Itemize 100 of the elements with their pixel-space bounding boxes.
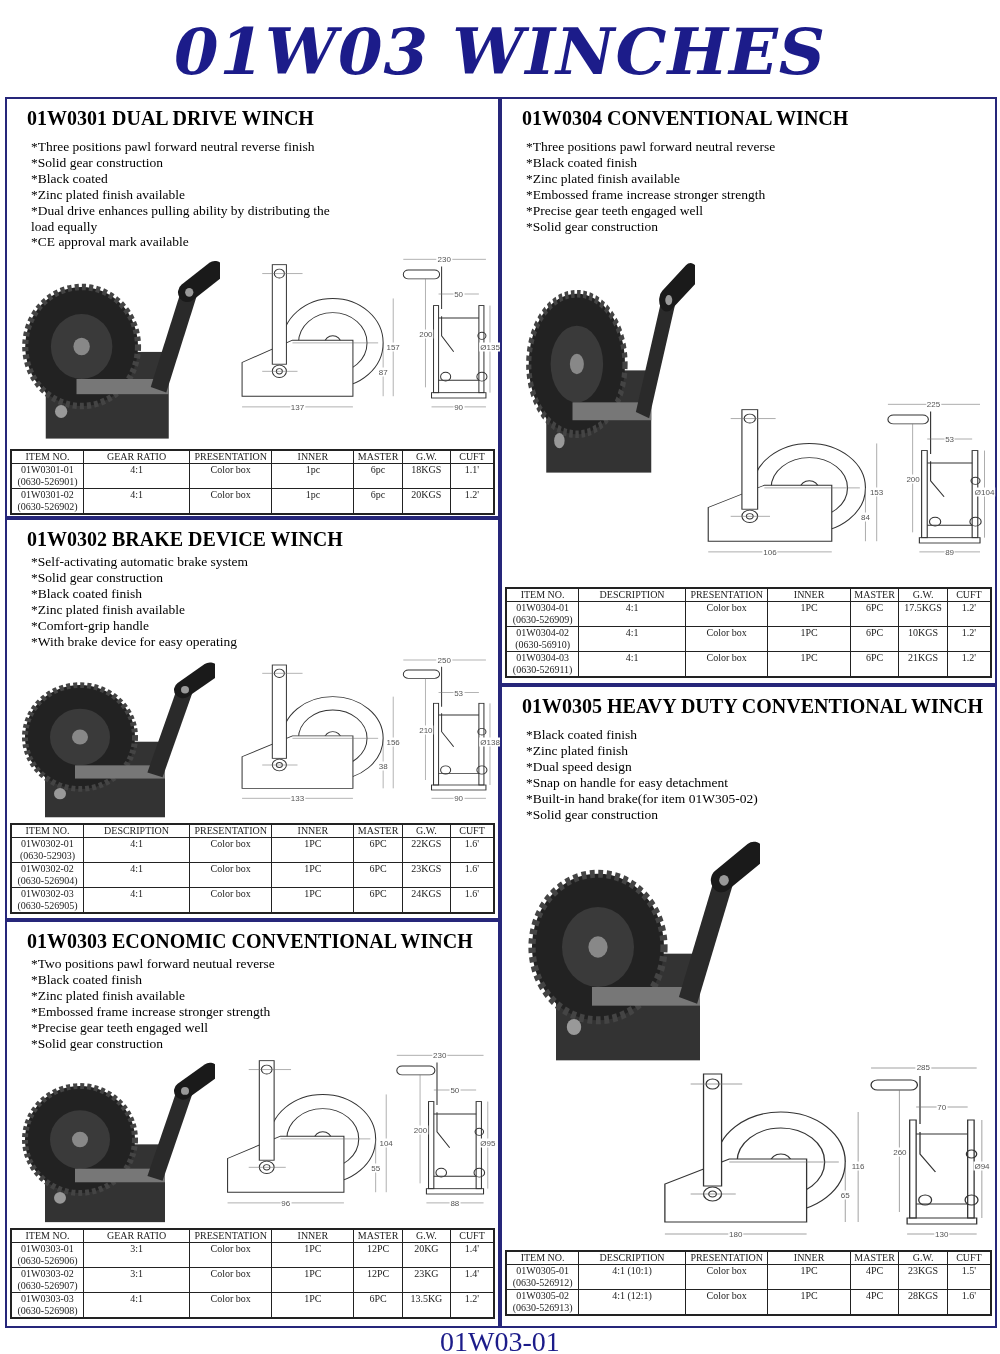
table-cell: 1.6'	[450, 837, 494, 863]
dimension-label: 200	[412, 1125, 429, 1135]
table-cell: 1.6'	[450, 862, 494, 888]
table-cell: 1PC	[271, 837, 354, 863]
table-cell: 4PC	[850, 1264, 899, 1290]
table-cell: 1.2'	[947, 601, 991, 627]
dimension-label: 260	[892, 1147, 908, 1157]
table-cell: 1pc	[271, 463, 354, 489]
table-cell: 01W0305-01 (0630-526912)	[506, 1264, 579, 1290]
page-number: 01W03-01	[439, 1326, 561, 1354]
feature-text: *Comfort-grip handle	[31, 618, 151, 634]
table-cell: 6pc	[353, 463, 403, 489]
product-panel	[5, 920, 500, 1328]
dimension-label: Ø94	[973, 1161, 991, 1171]
table-cell: DESCRIPTION	[578, 1251, 686, 1265]
product-panel	[5, 518, 500, 920]
table-cell: PRESENTATION	[189, 824, 272, 838]
table-cell: 20KG	[402, 1242, 451, 1268]
dimension-label: 133	[289, 793, 306, 803]
table-cell: G.W.	[402, 450, 451, 464]
feature-text: *Zinc plated finish available	[31, 602, 187, 618]
dimension-label: Ø135	[479, 342, 501, 352]
dimension-label: Ø104	[973, 487, 996, 497]
dimension-label: 156	[385, 737, 401, 747]
table-cell: 01W0301-01 (0630-526901)	[11, 463, 84, 489]
feature-text: *Snap on handle for easy detachment	[526, 775, 730, 791]
dimension-label: 65	[839, 1190, 851, 1200]
dimension-label: 200	[418, 329, 434, 339]
table-cell: INNER	[767, 588, 851, 602]
table-cell: CUFT	[450, 1229, 494, 1243]
dimension-label: 106	[762, 547, 778, 557]
feature-text: *Self-activating automatic brake system	[31, 554, 250, 570]
dimension-label: 137	[289, 402, 306, 412]
dimension-label: 230	[436, 254, 452, 264]
feature-text: *Black coated	[31, 171, 109, 187]
section-heading: 01W0305 HEAVY DUTY CONVENTIONAL WINCH	[522, 695, 984, 718]
dimension-label: 285	[915, 1062, 931, 1072]
table-cell: 01W0304-02 (0630-56910)	[506, 626, 579, 652]
section-heading: 01W0301 DUAL DRIVE WINCH	[27, 107, 314, 130]
feature-text: *Black coated finish	[526, 155, 638, 171]
table-cell: 1.4'	[450, 1242, 494, 1268]
feature-text: *Solid gear construction	[526, 219, 659, 235]
feature-text: *Solid gear construction	[31, 1036, 164, 1052]
dimension-label: 89	[944, 547, 956, 557]
table-cell: CUFT	[450, 824, 494, 838]
table-cell: 4:1	[578, 601, 686, 627]
table-cell: DESCRIPTION	[83, 824, 190, 838]
dimension-label: 157	[385, 342, 401, 352]
table-cell: CUFT	[947, 1251, 991, 1265]
table-cell: INNER	[767, 1251, 851, 1265]
table-cell: 1PC	[271, 1242, 354, 1268]
table-cell: 01W0303-02 (0630-526907)	[11, 1267, 84, 1293]
dimension-label: 200	[905, 474, 921, 484]
feature-text: *Solid gear construction	[31, 155, 164, 171]
feature-text: *Precise gear teeth engaged well	[31, 1020, 209, 1036]
table-cell: DESCRIPTION	[578, 588, 686, 602]
feature-text: *Embossed frame increase stronger strength	[31, 1004, 272, 1020]
dimension-label: 90	[453, 793, 465, 803]
table-cell: PRESENTATION	[189, 450, 272, 464]
page-title: 01W03 WINCHES	[173, 14, 827, 89]
table-cell: 12PC	[353, 1267, 403, 1293]
product-panel	[500, 685, 997, 1328]
table-cell: 1PC	[767, 1264, 851, 1290]
table-cell: Color box	[189, 1267, 272, 1293]
table-cell: 12PC	[353, 1242, 403, 1268]
feature-text: *Zinc plated finish available	[31, 187, 187, 203]
table-cell: 01W0302-02 (0630-526904)	[11, 862, 84, 888]
table-cell: 6PC	[353, 837, 403, 863]
dimension-label: 55	[370, 1163, 382, 1173]
feature-text: *Zinc plated finish available	[31, 988, 187, 1004]
product-panel	[500, 97, 997, 685]
table-cell: Color box	[189, 862, 272, 888]
table-cell: Color box	[685, 626, 768, 652]
dimension-label: 250	[436, 655, 452, 664]
dimension-label: 180	[728, 1229, 744, 1239]
table-cell: 4:1	[83, 463, 190, 489]
feature-text: *Three positions pawl forward neutral reverse	[526, 139, 777, 155]
table-cell: Color box	[189, 1242, 272, 1268]
table-cell: MASTER	[850, 588, 899, 602]
table-cell: G.W.	[402, 824, 451, 838]
table-cell: 10KGS	[898, 626, 948, 652]
feature-text: *Dual speed design	[526, 759, 633, 775]
table-cell: 6PC	[353, 862, 403, 888]
feature-text: *Black coated finish	[31, 586, 143, 602]
feature-text: *CE approval mark available	[31, 234, 190, 250]
dimension-label: 53	[453, 688, 465, 697]
dimension-label: 96	[280, 1198, 292, 1208]
table-cell: 01W0302-01 (0630-52903)	[11, 837, 84, 863]
table-cell: 3:1	[83, 1242, 190, 1268]
table-cell: 1PC	[767, 626, 851, 652]
dimension-label: 225	[925, 399, 942, 409]
feature-text: *Two positions pawl forward neutual reverse	[31, 956, 276, 972]
table-cell: Color box	[685, 1264, 768, 1290]
table-cell: PRESENTATION	[189, 1229, 272, 1243]
dimension-label: 50	[453, 289, 465, 299]
table-cell: G.W.	[402, 1229, 451, 1243]
dimension-label: 90	[453, 402, 465, 412]
dimension-label: 130	[934, 1229, 950, 1239]
table-cell: Color box	[685, 601, 768, 627]
feature-text: *Solid gear construction	[31, 570, 164, 586]
